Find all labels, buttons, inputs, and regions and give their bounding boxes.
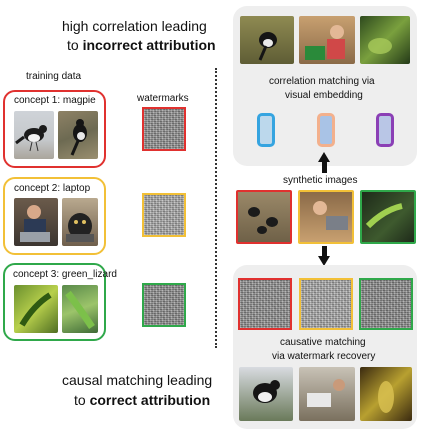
synthetic-images-label: synthetic images — [283, 175, 358, 186]
recovered-watermark-magpie — [238, 278, 292, 330]
bottom-caption-bold: correct attribution — [89, 392, 211, 408]
bottom-caption-prefix: to — [74, 392, 90, 408]
causative-label-line1: causative matching — [280, 337, 366, 348]
top-panel-photo-lizard — [360, 16, 410, 64]
matched-photo-lizard — [360, 367, 412, 421]
arrow-up-head — [318, 152, 330, 162]
embedding-blue — [257, 113, 275, 147]
concept-label-magpie: concept 1: magpie — [14, 95, 96, 106]
top-panel-photo-magpie — [240, 16, 294, 64]
concept-box-laptop: concept 2: laptop — [3, 177, 106, 255]
training-data-label: training data — [26, 71, 82, 82]
arrow-down-head — [318, 256, 330, 266]
embedding-peach — [317, 113, 335, 147]
matched-photo-magpie — [239, 367, 293, 421]
synthetic-photo-lizard — [360, 190, 416, 244]
divider-dotted — [215, 68, 217, 348]
matched-photo-laptop — [299, 367, 355, 421]
watermarks-label: watermarks — [137, 93, 189, 104]
watermark-laptop — [142, 193, 186, 237]
synthetic-photo-laptop — [298, 190, 354, 244]
lizard-photo-2 — [62, 285, 98, 333]
top-caption-bold: incorrect attribution — [82, 37, 216, 53]
embedding-purple — [376, 113, 394, 147]
recovered-watermark-lizard — [359, 278, 413, 330]
watermark-magpie — [142, 107, 186, 151]
recovered-watermark-laptop — [299, 278, 353, 330]
causative-label-line2: via watermark recovery — [272, 351, 376, 362]
magpie-photo-2 — [58, 111, 98, 159]
top-caption-line2: to incorrect attribution — [67, 37, 216, 53]
concept-label-laptop: concept 2: laptop — [14, 183, 91, 194]
bottom-caption-line2: to correct attribution — [74, 392, 210, 408]
concept-box-green-lizard: concept 3: green_lizard — [3, 263, 117, 341]
concept-box-magpie: concept 1: magpie — [3, 90, 106, 168]
concept-label-green-lizard: concept 3: green_lizard — [13, 269, 117, 280]
arrow-down-shaft — [322, 246, 327, 258]
bottom-caption-line1: causal matching leading — [62, 372, 213, 388]
lizard-photo-1 — [14, 285, 58, 333]
correlation-label-line1: correlation matching via — [269, 76, 375, 87]
top-panel-photo-laptop — [299, 16, 355, 64]
magpie-photo-1 — [14, 111, 54, 159]
laptop-photo-1 — [14, 198, 58, 246]
correlation-label-line2: visual embedding — [285, 90, 363, 101]
top-caption-prefix: to — [67, 37, 83, 53]
arrow-up-shaft — [322, 161, 327, 173]
top-caption-line1: high correlation leading — [62, 18, 207, 34]
laptop-photo-2 — [62, 198, 98, 246]
watermark-green-lizard — [142, 283, 186, 327]
synthetic-photo-magpie — [236, 190, 292, 244]
